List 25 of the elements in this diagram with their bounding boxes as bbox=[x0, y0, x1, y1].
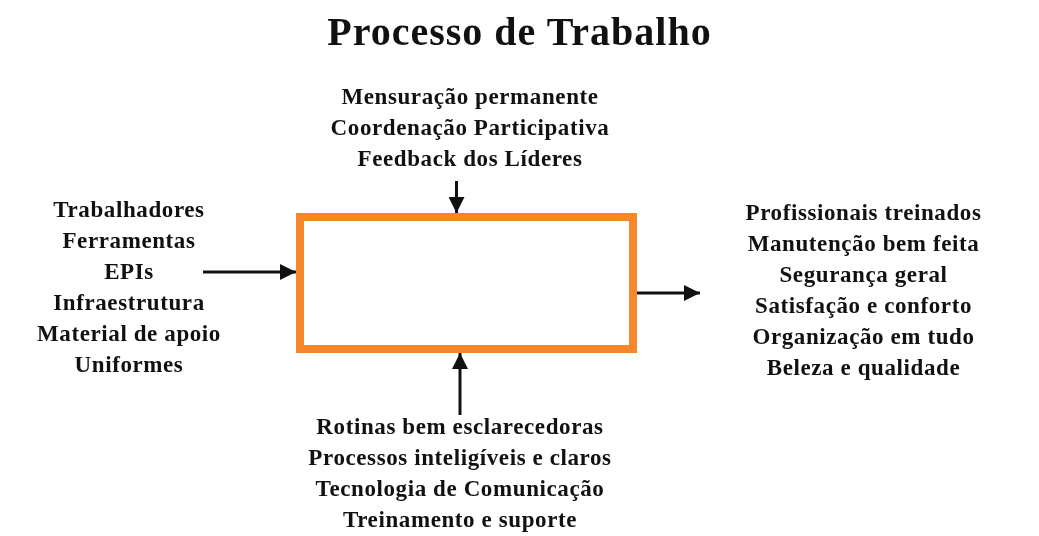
process-box bbox=[296, 213, 637, 353]
text-line: Treinamento e suporte bbox=[341, 506, 579, 534]
text-line: Uniformes bbox=[73, 351, 185, 379]
arrow bbox=[203, 264, 296, 280]
text-line: Mensuração permanente bbox=[340, 83, 600, 111]
text-line: Segurança geral bbox=[778, 261, 949, 289]
arrow bbox=[452, 353, 468, 415]
text-line: Rotinas bem esclarecedoras bbox=[315, 413, 605, 441]
text-line: Profissionais treinados bbox=[744, 199, 983, 227]
text-line: Beleza e qualidade bbox=[765, 354, 962, 382]
text-line: Ferramentas bbox=[61, 227, 197, 255]
text-line: Material de apoio bbox=[36, 320, 222, 348]
text-line: Organização em tudo bbox=[751, 323, 976, 351]
text-line: Tecnologia de Comunicação bbox=[314, 475, 606, 503]
arrow bbox=[448, 181, 465, 213]
diagram-title: Processo de Trabalho bbox=[326, 8, 713, 55]
text-line: EPIs bbox=[103, 258, 155, 286]
text-line: Satisfação e conforto bbox=[754, 292, 973, 320]
text-line: Coordenação Participativa bbox=[329, 114, 611, 142]
arrow bbox=[637, 285, 700, 301]
text-line: Feedback dos Líderes bbox=[356, 145, 584, 173]
text-line: Trabalhadores bbox=[52, 196, 206, 224]
text-line: Infraestrutura bbox=[52, 289, 206, 317]
text-line: Processos inteligíveis e claros bbox=[307, 444, 613, 472]
text-line: Manutenção bem feita bbox=[746, 230, 981, 258]
